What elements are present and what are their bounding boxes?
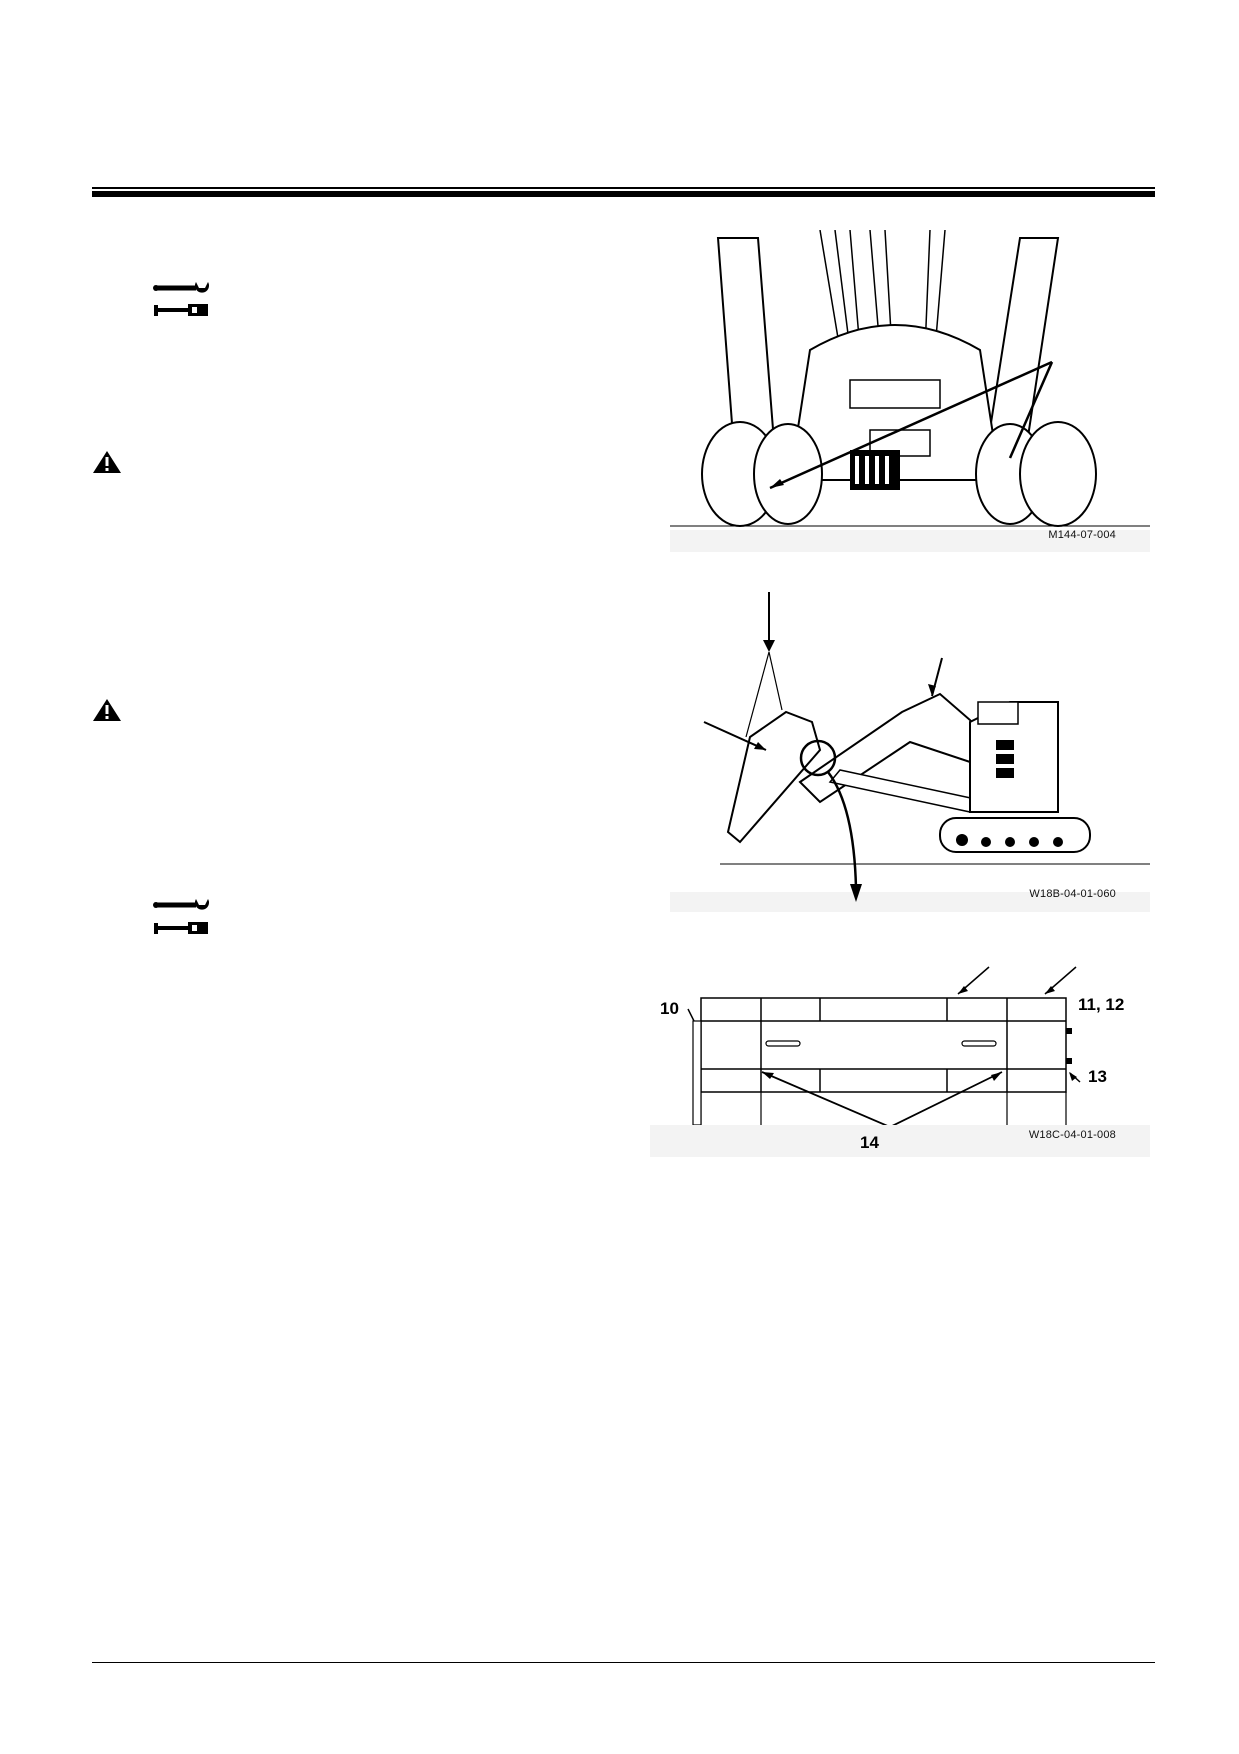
boom-pin-detail-illustration [650,955,1150,1125]
header-rule-thick [92,191,1155,197]
callout-11-12: 11, 12 [1078,995,1125,1014]
warning-triangle-icon [92,450,122,474]
excavator-boom-lift-illustration [670,592,1150,902]
torque-wrench-icon [152,920,214,936]
callout-14: 14 [860,1133,879,1152]
hose-disconnect-illustration [670,230,1150,530]
header-rule-thin [92,187,1155,189]
figure-hose-disconnect: M144-07-004 [670,230,1150,552]
torque-wrench-icon [152,302,214,318]
figure-caption: M144-07-004 [1048,529,1116,541]
figure-boom-lift: W18B-04-01-060 [670,592,1150,912]
footer-rule [92,1662,1155,1663]
warning-triangle-icon [92,698,122,722]
callout-13: 13 [1088,1067,1107,1086]
wrench-icon [152,897,214,913]
callout-10: 10 [660,999,679,1018]
wrench-icon [152,280,214,296]
figure-boom-pin-detail: 10 11, 12 13 14 W18C-04-01-008 [650,955,1150,1157]
figure-caption: W18C-04-01-008 [1028,1129,1116,1141]
figure-caption: W18B-04-01-060 [1029,888,1116,900]
